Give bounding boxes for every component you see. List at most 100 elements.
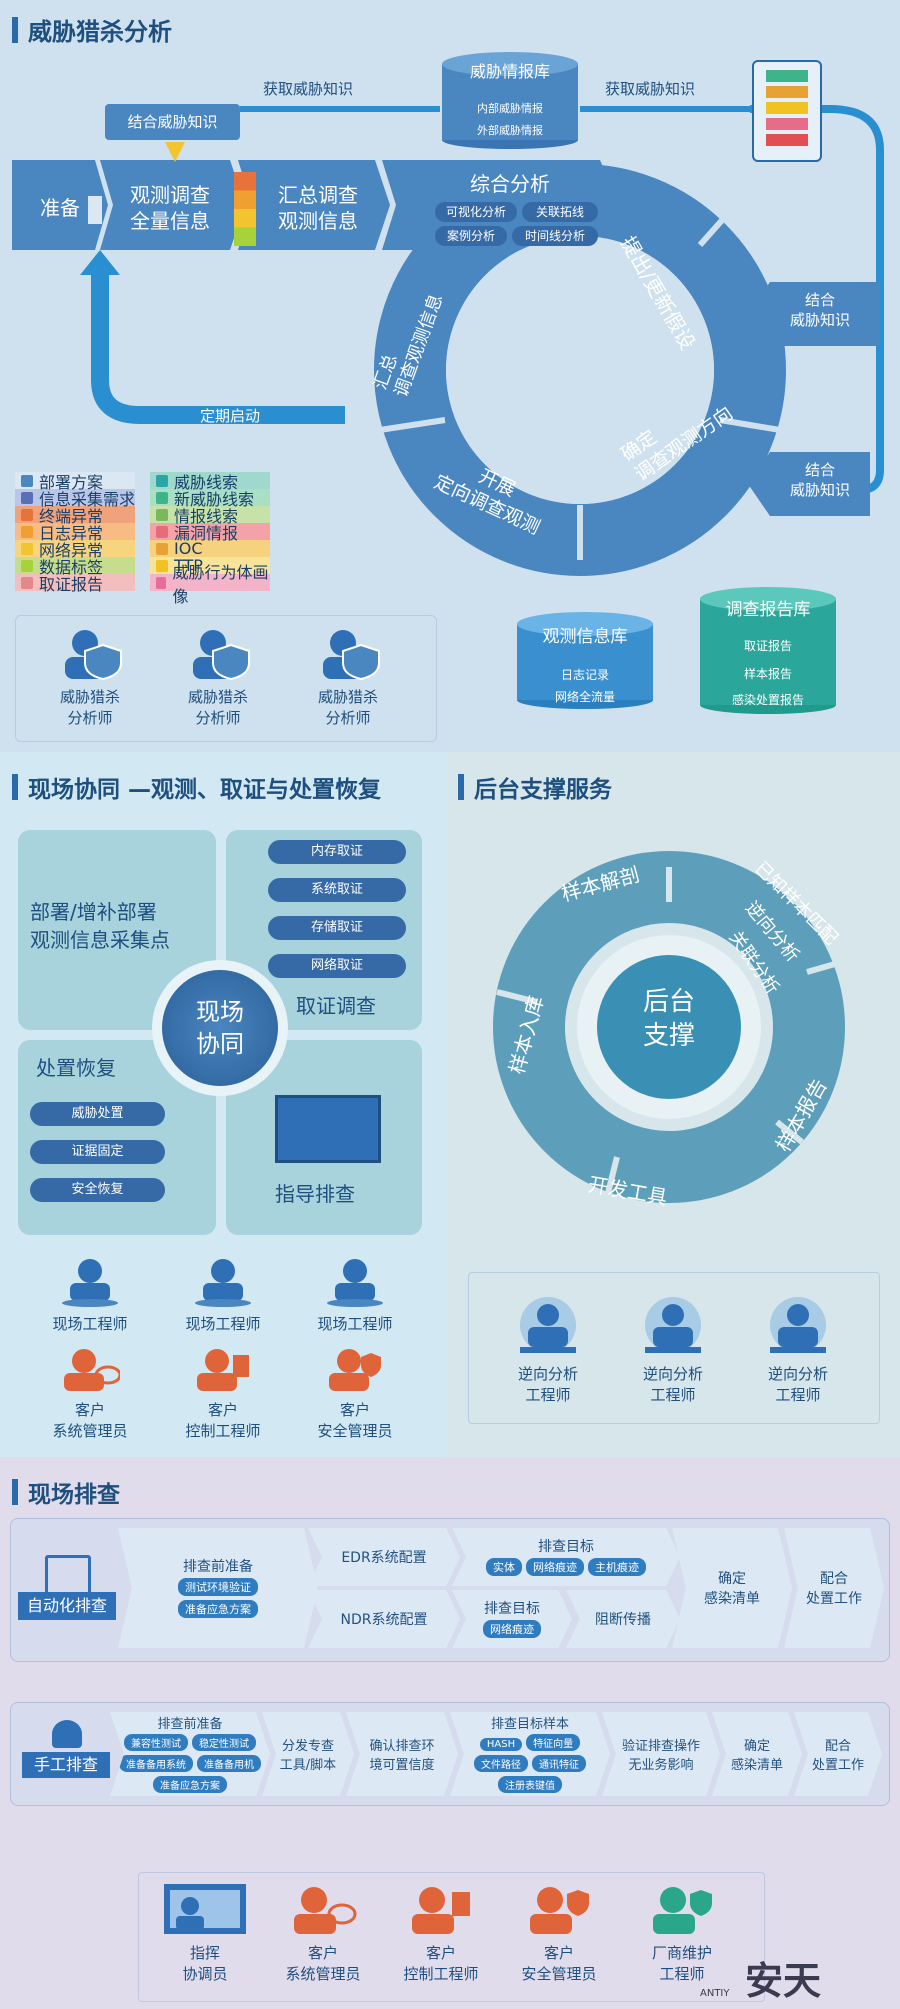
manual-cooperate-step: 配合处置工作: [794, 1712, 882, 1796]
ttp-icon: [766, 102, 808, 114]
target-tag: 文件路径: [474, 1755, 528, 1772]
observation-db-item: 日志记录: [560, 668, 609, 682]
report-db-item: 样本报告: [743, 667, 792, 681]
customer-security-icon: [329, 1349, 381, 1391]
observation-db: 观测信息库 日志记录 网络全流量: [515, 610, 655, 714]
customer-control-icon: [412, 1887, 470, 1934]
target-tag: 主机痕迹: [588, 1558, 646, 1576]
database-icon: [517, 612, 653, 709]
target-tag: 实体: [486, 1558, 522, 1576]
prep-tag: 准备备用机: [197, 1755, 261, 1772]
flow-periodic: 定期启动: [200, 407, 261, 425]
legend-item: 威胁行为体画像: [150, 563, 270, 606]
analysis-tag: 关联拓线: [522, 202, 598, 222]
commander-icon: [164, 1884, 246, 1934]
legend-item: 数据标签: [15, 557, 135, 577]
flow-prepare: 准备: [40, 196, 80, 220]
threat-db-item: 外部威胁情报: [477, 124, 543, 137]
prep-tag: 稳定性测试: [192, 1734, 256, 1751]
forensics-item: 系统取证: [268, 878, 406, 902]
threat-intel-db: 威胁情报库 内部威胁情报 外部威胁情报: [440, 50, 580, 154]
vuln-icon: [766, 118, 808, 130]
target-tag: 网络痕迹: [526, 1558, 584, 1576]
report-db-item: 感染处置报告: [731, 693, 804, 707]
target-tag: 特征向量: [526, 1734, 580, 1751]
engineer-avatar: 现场工程师: [290, 1255, 420, 1334]
auto-block-step: 阻断传播: [566, 1590, 680, 1648]
prepare-icons: [88, 196, 102, 224]
observation-db-item: 网络全流量: [554, 690, 615, 704]
customer-admin-icon: [294, 1887, 357, 1934]
recovery-item: 安全恢复: [30, 1178, 165, 1202]
center-field-coop: 现场协同: [162, 970, 278, 1086]
engineer-avatar: 现场工程师: [25, 1255, 155, 1334]
manual-check-label: 手工排查: [22, 1752, 110, 1778]
customer-avatar: 客户安全管理员: [504, 1882, 614, 1984]
manual-prep-step: 排查前准备 兼容性测试稳定性测试 准备备用系统准备备用机 准备应急方案: [110, 1712, 270, 1796]
report-db-title: 调查报告库: [725, 600, 811, 620]
commander-avatar: 指挥协调员: [150, 1882, 260, 1984]
section-title-backend: 后台支撑服务: [458, 770, 612, 804]
customer-avatar: 客户系统管理员: [268, 1882, 378, 1984]
get-knowledge-right-label: 获取威胁知识: [605, 80, 696, 98]
legend-item: TTP: [150, 556, 270, 575]
prep-tag: 准备备用系统: [119, 1755, 193, 1772]
database-icon: [700, 587, 836, 714]
legend-item: 威胁线索: [150, 472, 270, 492]
analysis-tag: 时间线分析: [512, 226, 598, 246]
reverse-analyst-avatar: 逆向分析工程师: [748, 1295, 848, 1405]
engineer-avatar: 现场工程师: [158, 1255, 288, 1334]
flow-combine-2: 结合威胁知识: [790, 461, 851, 499]
reverse-analyst-avatar: 逆向分析工程师: [498, 1295, 598, 1405]
intel-icon-card: [752, 60, 822, 162]
customer-avatar: 客户控制工程师: [158, 1345, 288, 1441]
manual-confirm-env-step: 确认排查环境可置信度: [346, 1712, 458, 1796]
prep-tag: 准备应急方案: [178, 1600, 258, 1618]
target-tag: 通讯特征: [532, 1755, 586, 1772]
deploy-text: 部署/增补部署观测信息采集点: [30, 900, 170, 952]
analysis-tag: 可视化分析: [435, 202, 517, 222]
center-backend: 后台支撑: [642, 987, 695, 1051]
auto-prep-step: 排查前准备 测试环境验证 准备应急方案: [118, 1528, 318, 1648]
legend-left: 部署方案 信息采集需求 终端异常 日志异常 网络异常 数据标签 取证报告: [15, 472, 135, 594]
target-tag: 网络痕迹: [483, 1620, 541, 1638]
guide-board-icon: [275, 1095, 381, 1163]
flow-combine-1: 结合威胁知识: [790, 291, 851, 329]
recovery-item: 威胁处置: [30, 1102, 165, 1126]
legend-item: 漏洞情报: [150, 523, 270, 543]
prep-tag: 兼容性测试: [124, 1734, 188, 1751]
engineer-icon: [62, 1259, 118, 1307]
section-title-field-check: 现场排查: [12, 1475, 120, 1509]
reverse-analysts-panel: [468, 1272, 880, 1424]
guide-title: 指导排查: [275, 1182, 355, 1206]
legend-item: 部署方案: [15, 472, 135, 492]
analyst-avatar: 威胁猎杀分析师: [168, 625, 268, 728]
engineer-icon: [327, 1259, 383, 1307]
manual-distribute-step: 分发专查工具/脚本: [262, 1712, 354, 1796]
vendor-engineer-icon: [653, 1887, 712, 1934]
auto-ndr-step: NDR系统配置: [308, 1590, 460, 1648]
report-db: 调查报告库 取证报告 样本报告 感染处置报告: [698, 585, 838, 719]
customer-avatar: 客户系统管理员: [25, 1345, 155, 1441]
people-panel: [138, 1872, 765, 2002]
section-title-field-coop: 现场协同 —观测、取证与处置恢复: [12, 770, 381, 804]
observe-icons: [234, 172, 256, 246]
auto-cooperate-step: 配合处置工作: [784, 1528, 884, 1648]
flow-analysis: 综合分析: [470, 172, 550, 196]
engineer-icon: [195, 1259, 251, 1307]
analyst-icon: [323, 630, 380, 680]
customer-avatar: 客户控制工程师: [386, 1882, 496, 1984]
forensics-item: 网络取证: [268, 954, 406, 978]
observation-db-title: 观测信息库: [542, 627, 628, 647]
antiy-logo: 安天: [745, 1959, 822, 2003]
manual-verify-step: 验证排查操作无业务影响: [602, 1712, 720, 1796]
prep-tag: 准备应急方案: [153, 1776, 227, 1793]
report-db-item: 取证报告: [743, 639, 792, 653]
legend-item: 情报线索: [150, 506, 270, 526]
flow-observe: 观测调查全量信息: [130, 183, 210, 233]
flow-summary: 汇总调查观测信息: [278, 183, 358, 233]
manual-check-icon: [52, 1720, 82, 1748]
reverse-analyst-icon: [770, 1297, 826, 1353]
legend-right: 威胁线索 新威胁线索 情报线索 漏洞情报 IOC TTP 威胁行为体画像: [150, 472, 270, 606]
